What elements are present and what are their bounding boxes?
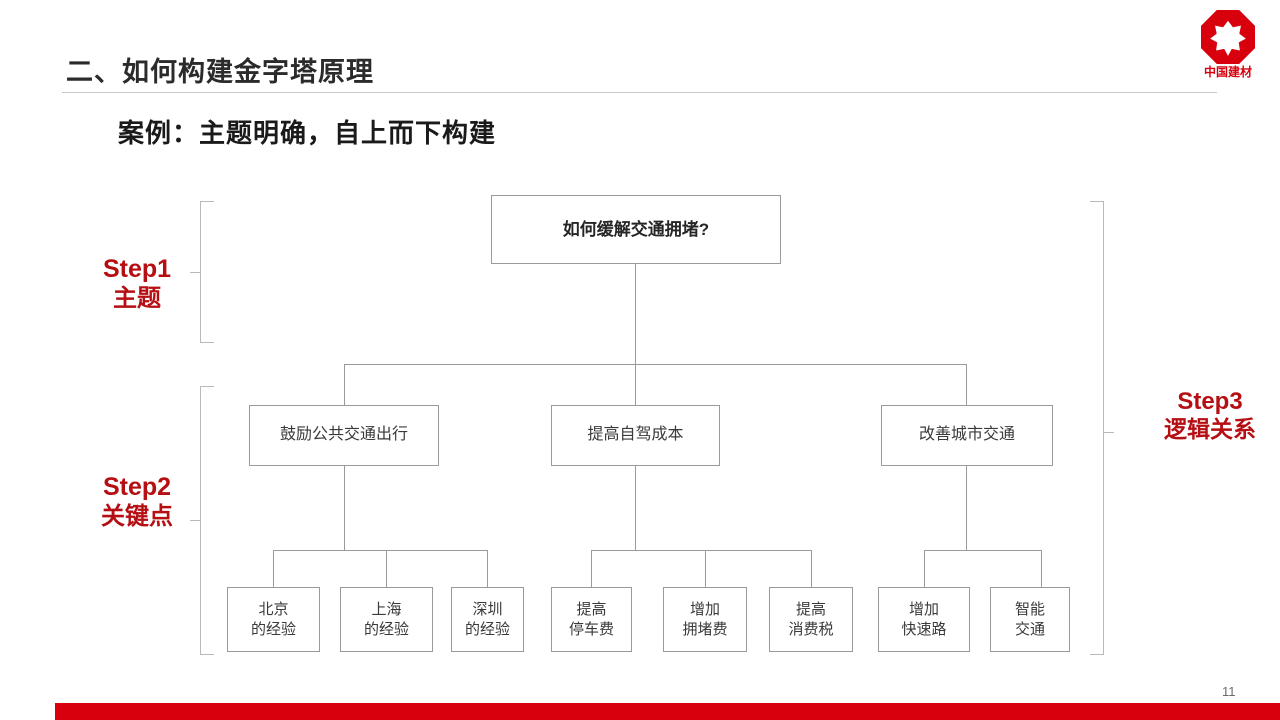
step1-en: Step1 xyxy=(102,255,172,283)
connector-branch1-leaf3 xyxy=(487,550,488,587)
step2-cn: 关键点 xyxy=(101,502,173,530)
step3-bracket xyxy=(1090,201,1104,655)
leaf-node-2-2-label: 增加 拥堵费 xyxy=(682,601,728,638)
step2-en: Step2 xyxy=(102,473,172,501)
brand-logo: 中国建材 xyxy=(1196,10,1260,88)
step1-bracket xyxy=(200,201,214,343)
leaf-node-1-1[interactable]: 北京 的经验 xyxy=(227,587,320,652)
leaf-node-2-1-label: 提高 停车费 xyxy=(568,601,614,638)
logo-text: 中国建材 xyxy=(1203,65,1252,79)
leaf-node-1-2-label: 上海 的经验 xyxy=(363,601,409,638)
step1-cn: 主题 xyxy=(113,284,161,312)
branch-node-2-label: 提高自驾成本 xyxy=(587,426,684,444)
branch-node-3-label: 改善城市交通 xyxy=(918,426,1015,444)
page-number: 11 xyxy=(1222,684,1236,699)
connector-branch1-leaf1 xyxy=(273,550,274,587)
connector-branch2-leaf2 xyxy=(705,550,706,587)
step2-label: Step2 关键点 xyxy=(72,473,202,531)
connector-branch2-rail xyxy=(591,550,811,551)
connector-branch3-leaf1 xyxy=(924,550,925,587)
leaf-node-2-2[interactable]: 增加 拥堵费 xyxy=(663,587,747,652)
step1-bracket-tick xyxy=(190,272,201,273)
step1-label: Step1 主题 xyxy=(72,255,202,313)
connector-root-down xyxy=(635,264,636,364)
connector-to-branch-2 xyxy=(635,364,636,405)
connector-to-branch-3 xyxy=(966,364,967,405)
step2-bracket xyxy=(200,386,214,655)
leaf-node-3-1[interactable]: 增加 快速路 xyxy=(878,587,970,652)
leaf-node-2-1[interactable]: 提高 停车费 xyxy=(551,587,632,652)
slide-subtitle: 案例：主题明确，自上而下构建 xyxy=(118,118,497,148)
step3-label: Step3 逻辑关系 xyxy=(1140,388,1280,443)
branch-node-3[interactable]: 改善城市交通 xyxy=(881,405,1053,466)
footer-accent-bar xyxy=(55,703,1280,720)
leaf-node-1-3[interactable]: 深圳 的经验 xyxy=(451,587,524,652)
leaf-node-3-2-label: 智能 交通 xyxy=(1014,601,1045,638)
connector-branch2-down xyxy=(635,466,636,550)
connector-level1-rail xyxy=(344,364,967,365)
connector-branch1-down xyxy=(344,466,345,550)
leaf-node-2-3[interactable]: 提高 消费税 xyxy=(769,587,853,652)
step3-en: Step3 xyxy=(1177,388,1243,415)
step2-bracket-tick xyxy=(190,520,201,521)
leaf-node-3-2[interactable]: 智能 交通 xyxy=(990,587,1070,652)
cnbm-octagon-star-icon xyxy=(1201,10,1255,64)
leaf-node-1-1-label: 北京 的经验 xyxy=(250,601,296,638)
branch-node-1[interactable]: 鼓励公共交通出行 xyxy=(249,405,439,466)
leaf-node-1-3-label: 深圳 的经验 xyxy=(464,601,510,638)
leaf-node-1-2[interactable]: 上海 的经验 xyxy=(340,587,433,652)
connector-branch2-leaf1 xyxy=(591,550,592,587)
connector-branch3-down xyxy=(966,466,967,550)
title-divider xyxy=(62,92,1217,93)
page-title: 二、如何构建金字塔原理 xyxy=(66,57,374,87)
leaf-node-2-3-label: 提高 消费税 xyxy=(788,601,834,638)
root-node[interactable]: 如何缓解交通拥堵? xyxy=(491,195,781,264)
step3-cn: 逻辑关系 xyxy=(1164,416,1256,443)
connector-branch3-rail xyxy=(924,550,1041,551)
connector-branch3-leaf2 xyxy=(1041,550,1042,587)
branch-node-2[interactable]: 提高自驾成本 xyxy=(551,405,720,466)
connector-branch1-rail xyxy=(273,550,487,551)
leaf-node-3-1-label: 增加 快速路 xyxy=(901,601,947,638)
step3-bracket-tick xyxy=(1103,432,1114,433)
connector-branch2-leaf3 xyxy=(811,550,812,587)
connector-branch1-leaf2 xyxy=(386,550,387,587)
branch-node-1-label: 鼓励公共交通出行 xyxy=(279,426,408,444)
connector-to-branch-1 xyxy=(344,364,345,405)
root-node-label: 如何缓解交通拥堵? xyxy=(562,219,710,239)
